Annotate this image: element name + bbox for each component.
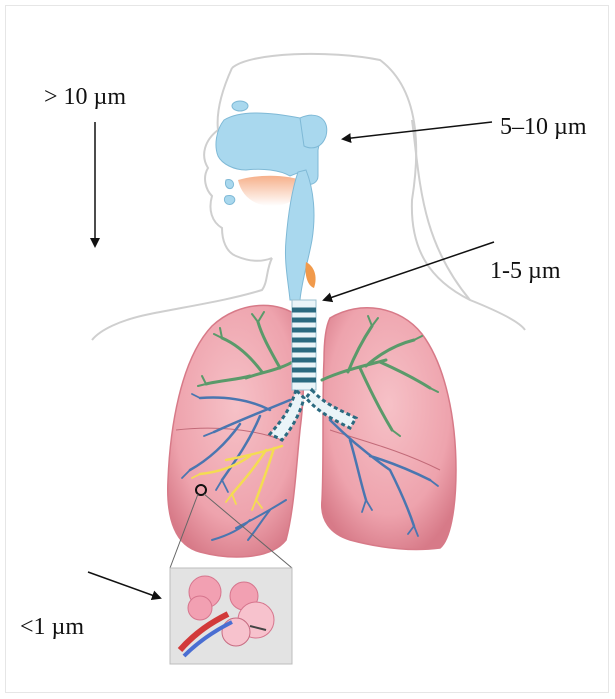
arrow-nasal	[343, 122, 492, 139]
label-bronchial-particles: 1-5 µm	[490, 258, 561, 285]
label-nasal-particles: 5–10 µm	[500, 114, 587, 141]
label-large-particles: > 10 µm	[44, 84, 126, 111]
label-alveolar-particles: <1 µm	[20, 614, 84, 641]
right-lung-image	[322, 308, 456, 550]
arrow-alveolar	[88, 572, 160, 598]
nasal-cavity	[216, 101, 327, 300]
arrow-bronchial	[324, 242, 494, 300]
